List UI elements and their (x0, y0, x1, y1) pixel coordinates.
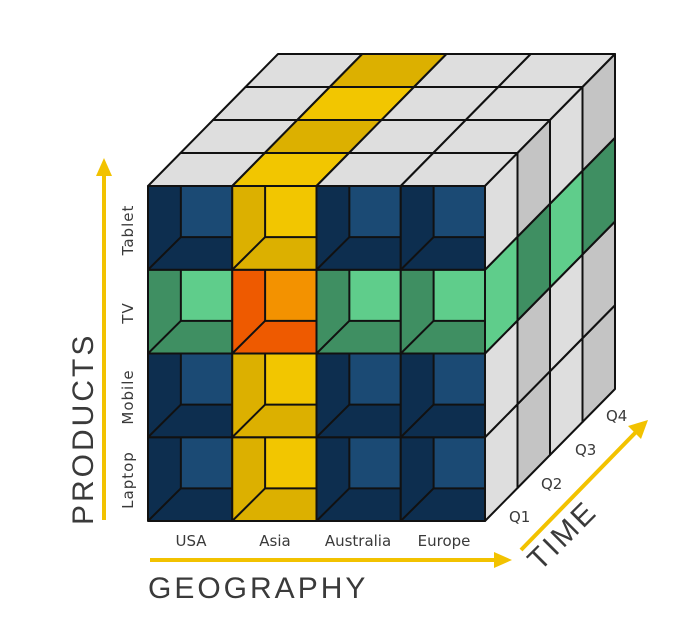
product-label-tv: TV (119, 302, 137, 324)
depth-line (231, 487, 266, 522)
depth-line (315, 487, 351, 522)
depth-line (147, 403, 182, 438)
depth-line (315, 403, 351, 438)
depth-line (400, 403, 435, 438)
depth-line (231, 236, 266, 271)
depth-line (231, 320, 266, 355)
time-label-q2: Q2 (541, 475, 562, 493)
depth-line (400, 320, 435, 355)
front-cell-inner (432, 185, 486, 239)
geography-arrow-head (494, 552, 512, 568)
geography-label-europe: Europe (418, 532, 471, 550)
depth-line (315, 236, 351, 271)
product-label-tablet: Tablet (119, 205, 137, 257)
product-label-laptop: Laptop (119, 451, 137, 509)
depth-line (315, 320, 351, 355)
depth-line (147, 320, 182, 355)
depth-line (400, 487, 435, 522)
depth-line (231, 403, 266, 438)
depth-line (400, 236, 435, 271)
time-arrow-head (628, 420, 648, 439)
geography-axis-title: GEOGRAPHY (148, 572, 368, 605)
time-label-q1: Q1 (509, 508, 530, 526)
geography-label-usa: USA (175, 532, 207, 550)
time-label-q3: Q3 (575, 441, 596, 459)
depth-line (147, 236, 182, 271)
products-axis-title: PRODUCTS (67, 333, 100, 525)
geography-label-australia: Australia (325, 532, 391, 550)
time-label-q4: Q4 (606, 407, 627, 425)
products-arrow-head (96, 158, 112, 176)
time-axis-arrow (519, 430, 638, 552)
depth-line (147, 487, 182, 522)
product-label-mobile: Mobile (119, 369, 137, 424)
geography-label-asia: Asia (259, 532, 290, 550)
